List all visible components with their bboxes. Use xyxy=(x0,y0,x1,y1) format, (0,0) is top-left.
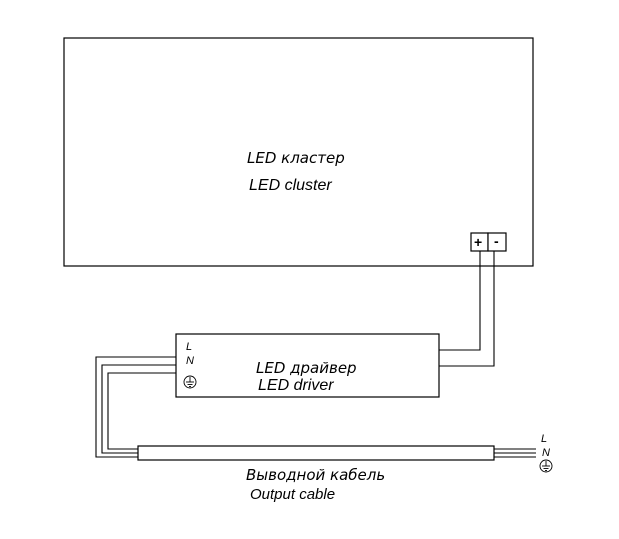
led-driver-body xyxy=(175,333,440,398)
terminal-minus-label: - xyxy=(494,233,499,249)
led-driver: L N LED драйвер LED driver xyxy=(175,333,440,398)
dc-wires xyxy=(439,251,495,367)
output-cable: L N Выводной кабель Output cable xyxy=(137,433,553,503)
led-cluster-label-ru: LED кластер xyxy=(247,149,345,167)
output-cable-label-ru: Выводной кабель xyxy=(246,466,385,484)
led-driver-label-ru: LED драйвер xyxy=(256,359,357,377)
terminal-block: + - xyxy=(470,232,507,252)
terminal-minus xyxy=(487,232,507,252)
output-cable-body xyxy=(137,445,495,461)
cable-pin-l: L xyxy=(541,433,547,445)
driver-ground-icon xyxy=(183,375,197,389)
led-cluster-body xyxy=(63,37,534,267)
led-driver-label-en: LED driver xyxy=(258,377,334,394)
negative-wire xyxy=(439,251,495,367)
ac-wires xyxy=(95,356,176,458)
wire-l xyxy=(95,356,176,458)
cable-pin-n: N xyxy=(542,447,550,459)
driver-pin-l: L xyxy=(186,341,192,353)
wire-pe xyxy=(107,372,176,450)
wire-n xyxy=(101,364,176,454)
cable-ground-icon xyxy=(539,459,553,473)
terminal-plus-label: + xyxy=(474,234,482,250)
led-cluster: LED кластер LED cluster + - xyxy=(63,37,534,267)
positive-wire xyxy=(439,251,481,351)
output-cable-label-en: Output cable xyxy=(250,486,335,503)
driver-pin-n: N xyxy=(186,355,194,367)
led-cluster-label-en: LED cluster xyxy=(249,177,332,194)
